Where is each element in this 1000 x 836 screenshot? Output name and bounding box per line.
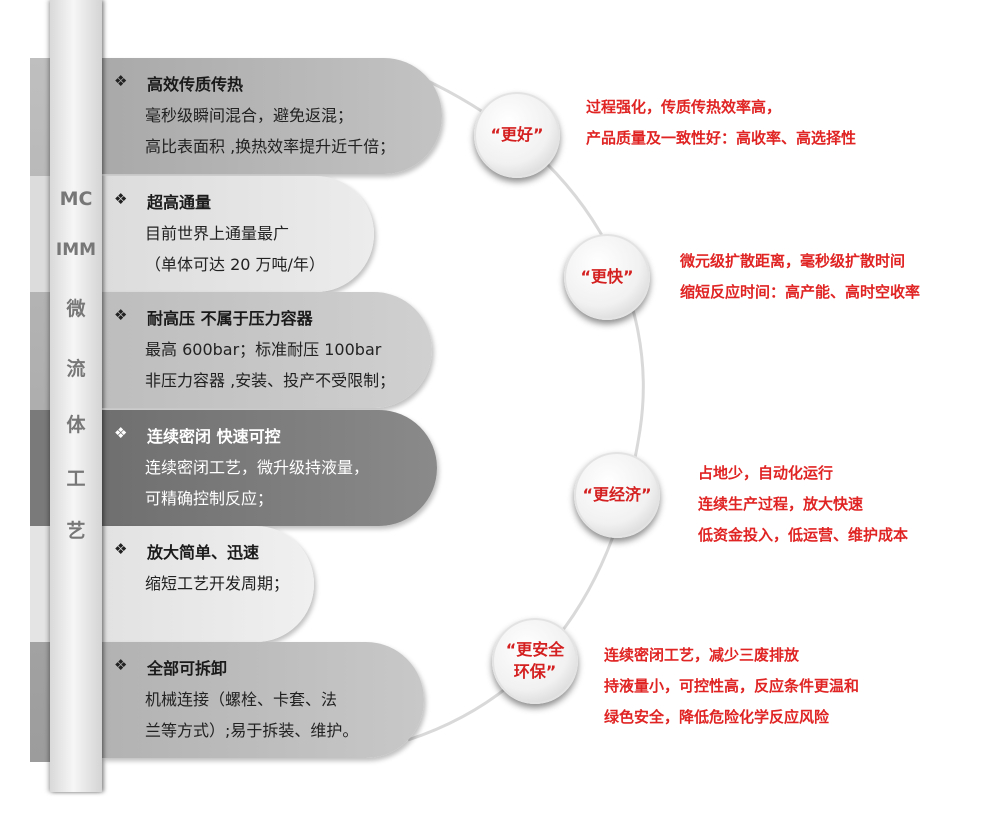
bullet-icon: ❖: [114, 540, 128, 558]
badge-label: “更经济”: [582, 485, 652, 504]
desc-line: 低资金投入，低运营、维护成本: [698, 526, 909, 544]
desc-line: 绿色安全，降低危险化学反应风险: [604, 708, 830, 726]
feature-line: 兰等方式）;易于拆装、维护。: [145, 721, 359, 740]
feature-line: 毫秒级瞬间混合，避免返混；: [145, 106, 354, 125]
feature-title: 全部可拆卸: [147, 659, 228, 678]
bullet-icon: ❖: [114, 424, 128, 442]
feature-line: 连续密闭工艺，微升级持液量，: [145, 458, 370, 477]
feature-line: 非压力容器 ,安装、投产不受限制；: [145, 371, 396, 390]
side-title-char: 微: [66, 298, 86, 320]
side-title-column: MC IMM 微 流 体 工 艺: [50, 0, 102, 792]
desc-line: 连续密闭工艺，减少三废排放: [604, 646, 800, 664]
benefit-desc-better: 过程强化，传质传热效率高， 产品质量及一致性好：高收率、高选择性: [586, 92, 856, 154]
bullet-icon: ❖: [114, 306, 128, 324]
feature-title: 耐高压 不属于压力容器: [147, 309, 313, 328]
benefit-desc-economic: 占地少，自动化运行 连续生产过程，放大快速 低资金投入，低运营、维护成本: [698, 458, 908, 551]
feature-title: 高效传质传热: [147, 75, 244, 94]
benefit-badge-better: “更好”: [474, 92, 560, 178]
badge-label: “更好”: [490, 125, 544, 144]
benefit-desc-faster: 微元级扩散距离，毫秒级扩散时间 缩短反应时间：高产能、高时空收率: [680, 246, 920, 308]
feature-line: （单体可达 20 万吨/年）: [145, 255, 325, 274]
feature-card-scale-up: ❖ 放大简单、迅速 缩短工艺开发周期；: [102, 526, 314, 642]
feature-line: 高比表面积 ,换热效率提升近千倍；: [145, 137, 396, 156]
side-title-char: IMM: [55, 240, 97, 260]
feature-card-continuous: ❖ 连续密闭 快速可控 连续密闭工艺，微升级持液量， 可精确控制反应；: [102, 410, 437, 526]
feature-title: 放大简单、迅速: [147, 543, 260, 562]
side-title-char: 艺: [66, 520, 86, 542]
desc-line: 产品质量及一致性好：高收率、高选择性: [586, 129, 857, 147]
benefit-badge-faster: “更快”: [564, 234, 650, 320]
feature-line: 最高 600bar；标准耐压 100bar: [145, 340, 382, 359]
side-title-char: 流: [66, 358, 86, 380]
feature-line: 目前世界上通量最广: [145, 224, 290, 243]
side-title-char: 体: [66, 414, 86, 436]
desc-line: 微元级扩散距离，毫秒级扩散时间: [680, 252, 906, 270]
badge-label-line: “更安全: [505, 640, 565, 659]
feature-line: 可精确控制反应；: [145, 489, 274, 508]
feature-card-throughput: ❖ 超高通量 目前世界上通量最广 （单体可达 20 万吨/年）: [102, 176, 374, 292]
side-title-char: 工: [66, 468, 86, 490]
desc-line: 过程强化，传质传热效率高，: [586, 98, 782, 116]
bullet-icon: ❖: [114, 190, 128, 208]
feature-card-high-pressure: ❖ 耐高压 不属于压力容器 最高 600bar；标准耐压 100bar 非压力容…: [102, 292, 432, 408]
side-title-char: MC: [59, 188, 93, 210]
feature-card-heat-transfer: ❖ 高效传质传热 毫秒级瞬间混合，避免返混； 高比表面积 ,换热效率提升近千倍；: [102, 58, 442, 174]
bullet-icon: ❖: [114, 72, 128, 90]
feature-title: 连续密闭 快速可控: [147, 427, 281, 446]
desc-line: 持液量小，可控性高，反应条件更温和: [604, 677, 860, 695]
benefit-badge-safer: “更安全 环保”: [492, 618, 578, 704]
feature-title: 超高通量: [147, 193, 212, 212]
desc-line: 缩短反应时间：高产能、高时空收率: [680, 283, 921, 301]
feature-card-removable: ❖ 全部可拆卸 机械连接（螺栓、卡套、法 兰等方式）;易于拆装、维护。: [102, 642, 424, 758]
feature-line: 缩短工艺开发周期；: [145, 574, 290, 593]
badge-label-line: 环保”: [513, 662, 557, 681]
desc-line: 连续生产过程，放大快速: [698, 495, 864, 513]
benefit-badge-economic: “更经济”: [574, 452, 660, 538]
feature-line: 机械连接（螺栓、卡套、法: [145, 690, 338, 709]
benefit-desc-safer: 连续密闭工艺，减少三废排放 持液量小，可控性高，反应条件更温和 绿色安全，降低危…: [604, 640, 859, 733]
desc-line: 占地少，自动化运行: [698, 464, 834, 482]
bullet-icon: ❖: [114, 656, 128, 674]
badge-label: “更快”: [580, 267, 634, 286]
